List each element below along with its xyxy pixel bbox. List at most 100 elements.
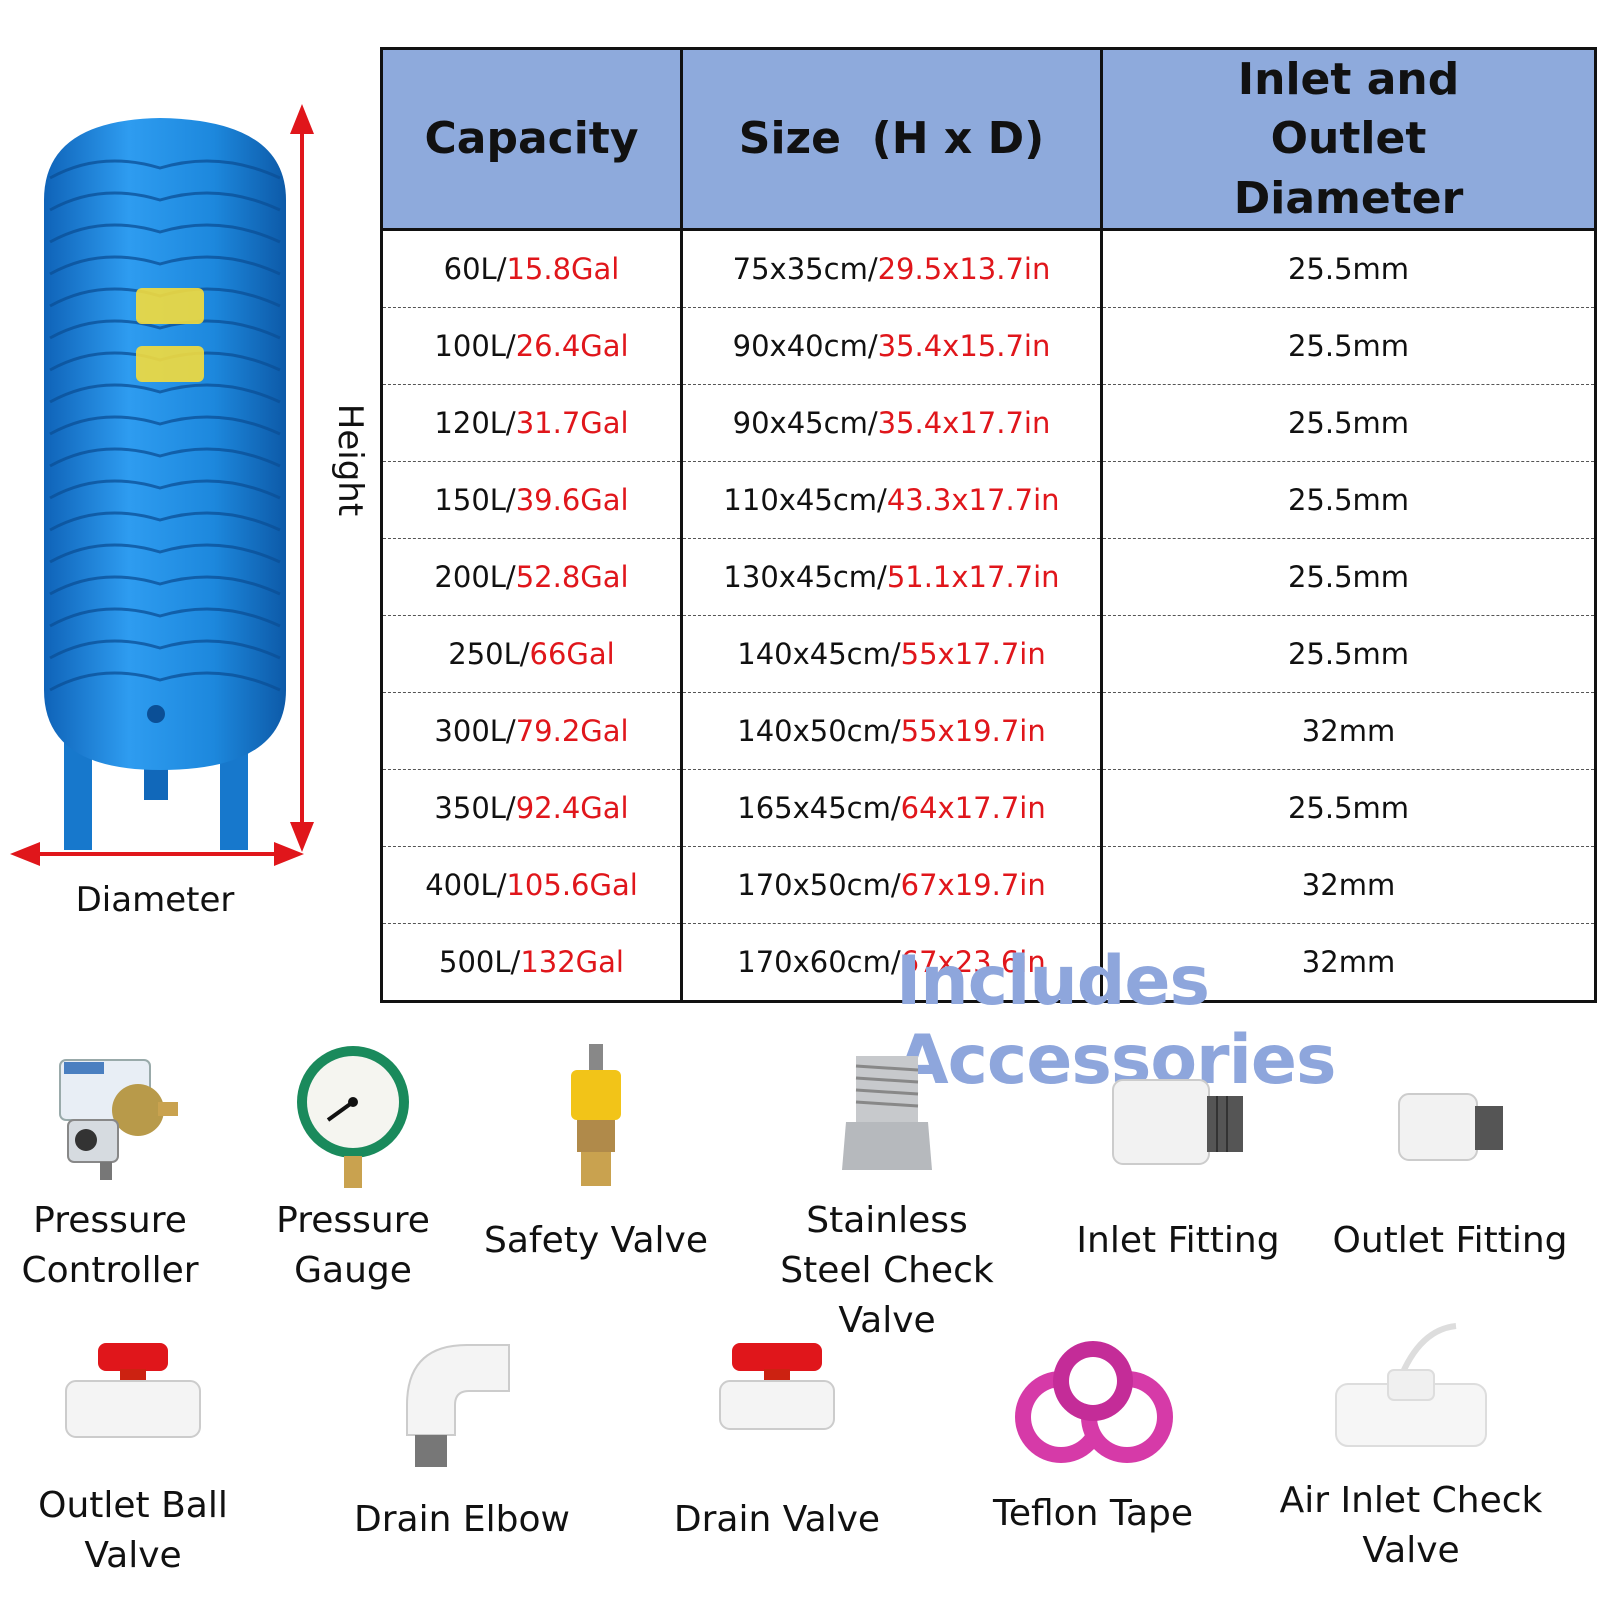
check-valve-icon xyxy=(842,1056,932,1170)
tank-rib xyxy=(49,159,281,180)
diameter-cell: 32mm xyxy=(1101,846,1596,925)
capacity-gallons: 31.7Gal xyxy=(515,406,629,441)
capacity-liters: 300L/ xyxy=(434,714,516,749)
size-inches: 43.3x17.7in xyxy=(886,483,1060,518)
capacity-gallons: 132Gal xyxy=(520,945,624,980)
accessory-label: Safety Valve xyxy=(484,1220,708,1261)
tank-rib xyxy=(49,543,281,564)
tank-diagram: Height Diameter xyxy=(0,90,370,950)
tank-rib xyxy=(49,415,281,436)
capacity-gallons: 92.4Gal xyxy=(515,791,629,826)
diameter-cell: 32mm xyxy=(1101,692,1596,771)
safety-valve-icon xyxy=(571,1044,621,1186)
capacity-gallons: 105.6Gal xyxy=(506,868,638,903)
tank-rib xyxy=(49,447,281,468)
header-capacity: Capacity xyxy=(381,48,683,232)
size-cm: 75x35cm/ xyxy=(732,252,878,287)
capacity-liters: 250L/ xyxy=(448,637,530,672)
diameter-cell: 25.5mm xyxy=(1101,615,1596,694)
tank-rib xyxy=(49,191,281,212)
size-cm: 110x45cm/ xyxy=(723,483,887,518)
size-inches: 64x17.7in xyxy=(900,791,1046,826)
capacity-liters: 100L/ xyxy=(434,329,516,364)
accessory-check-valve: Stainless Steel Check Valve xyxy=(762,1040,1012,1346)
capacity-gallons: 39.6Gal xyxy=(515,483,629,518)
tank-rib xyxy=(49,671,281,692)
accessory-label: Outlet Fitting xyxy=(1332,1220,1568,1261)
diameter-cell: 25.5mm xyxy=(1101,384,1596,463)
capacity-liters: 350L/ xyxy=(434,791,516,826)
size-inches: 51.1x17.7in xyxy=(886,560,1060,595)
accessory-label: Outlet Ball Valve xyxy=(38,1485,228,1576)
outlet-fitting-icon xyxy=(1398,1093,1503,1161)
accessory-label: Drain Elbow xyxy=(354,1499,570,1540)
table-row: 350L/92.4Gal 165x45cm/64x17.7in 25.5mm xyxy=(381,769,1596,848)
capacity-gallons: 15.8Gal xyxy=(506,252,620,287)
size-inches: 55x19.7in xyxy=(900,714,1046,749)
tank-rib xyxy=(49,575,281,596)
size-cm: 90x45cm/ xyxy=(732,406,878,441)
capacity-liters: 150L/ xyxy=(434,483,516,518)
size-cell: 140x45cm/55x17.7in xyxy=(681,615,1103,694)
capacity-gallons: 66Gal xyxy=(529,637,615,672)
capacity-liters: 120L/ xyxy=(434,406,516,441)
size-cell: 90x45cm/35.4x17.7in xyxy=(681,384,1103,463)
accessory-drain-valve: Drain Valve xyxy=(652,1335,902,1545)
size-cm: 140x50cm/ xyxy=(737,714,901,749)
tank-rib xyxy=(49,223,281,244)
tank-rib xyxy=(49,511,281,532)
accessory-pressure-controller: Pressure Controller xyxy=(0,1040,235,1296)
tank-rib xyxy=(49,319,281,340)
capacity-cell: 200L/52.8Gal xyxy=(381,538,683,617)
size-cm: 165x45cm/ xyxy=(737,791,901,826)
capacity-cell: 100L/26.4Gal xyxy=(381,307,683,386)
size-cell: 110x45cm/43.3x17.7in xyxy=(681,461,1103,540)
capacity-cell: 400L/105.6Gal xyxy=(381,846,683,925)
air-check-valve-icon xyxy=(1335,1323,1487,1447)
table-row: 300L/79.2Gal 140x50cm/55x19.7in 32mm xyxy=(381,692,1596,771)
diameter-cell: 25.5mm xyxy=(1101,538,1596,617)
accessory-label: Air Inlet Check Valve xyxy=(1279,1480,1543,1571)
tank-rib xyxy=(49,479,281,500)
accessory-outlet-ball-valve: Outlet Ball Valve xyxy=(8,1335,258,1581)
size-cm: 140x45cm/ xyxy=(737,637,901,672)
capacity-liters: 500L/ xyxy=(439,945,521,980)
size-cm: 90x40cm/ xyxy=(732,329,878,364)
size-inches: 67x23.6in xyxy=(900,945,1046,980)
teflon-tape-icon xyxy=(1015,1341,1173,1463)
size-cell: 90x40cm/35.4x15.7in xyxy=(681,307,1103,386)
size-cell: 130x45cm/51.1x17.7in xyxy=(681,538,1103,617)
pressure-gauge-icon xyxy=(297,1046,409,1188)
tank-illustration xyxy=(10,104,314,866)
capacity-cell: 300L/79.2Gal xyxy=(381,692,683,771)
height-arrow-head-bottom xyxy=(290,822,314,852)
diameter-cell: 25.5mm xyxy=(1101,461,1596,540)
capacity-gallons: 26.4Gal xyxy=(515,329,629,364)
size-inches: 67x19.7in xyxy=(900,868,1046,903)
tank-body xyxy=(44,118,286,770)
capacity-cell: 120L/31.7Gal xyxy=(381,384,683,463)
tank-port xyxy=(147,705,165,723)
capacity-cell: 150L/39.6Gal xyxy=(381,461,683,540)
drain-elbow-icon xyxy=(406,1344,510,1467)
tank-rib xyxy=(49,607,281,628)
height-arrow-head-top xyxy=(290,104,314,134)
diameter-cell: 25.5mm xyxy=(1101,769,1596,848)
size-cm: 170x60cm/ xyxy=(737,945,901,980)
ball-valve-icon xyxy=(65,1343,201,1438)
table-header-row: Capacity Size (H x D) Inlet and Outlet D… xyxy=(381,48,1596,232)
accessory-outlet-fitting: Outlet Fitting xyxy=(1325,1040,1575,1266)
accessory-inlet-fitting: Inlet Fitting xyxy=(1053,1040,1303,1266)
tank-rib xyxy=(49,383,281,404)
accessory-label: Pressure Gauge xyxy=(276,1200,430,1291)
header-diameter: Inlet and Outlet Diameter xyxy=(1101,48,1596,232)
size-inches: 55x17.7in xyxy=(900,637,1046,672)
spec-table: Capacity Size (H x D) Inlet and Outlet D… xyxy=(380,47,1597,1004)
size-cell: 75x35cm/29.5x13.7in xyxy=(681,229,1103,309)
drain-valve-icon xyxy=(719,1343,835,1430)
size-cell: 170x60cm/67x23.6in xyxy=(681,923,1103,1002)
